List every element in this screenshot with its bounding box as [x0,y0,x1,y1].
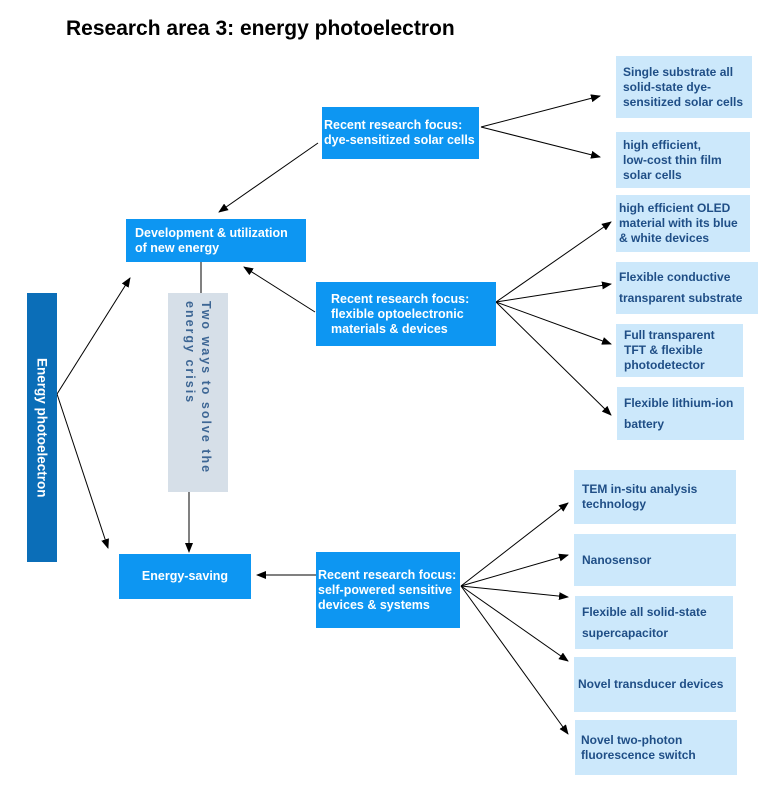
arrow-flex-to-leaf-2 [495,281,612,303]
node-development-new-energy: Development & utilization of new energy [126,219,306,262]
focus-dye-sensitized: Recent research focus: dye-sensitized so… [322,107,479,159]
arrow-self-to-leaf-5 [460,585,569,735]
arrow-flex-to-leaf-1 [495,221,612,303]
leaf-lithium-ion-battery: Flexible lithium-ion battery [617,387,744,440]
development-line-2: of new energy [135,240,220,255]
leaf-tem-in-situ: TEM in-situ analysis technology [574,470,736,524]
leaf-two-photon-switch: Novel two-photon fluorescence switch [575,720,737,775]
focus-flex-line-1: Recent research focus: [331,291,470,306]
diagram-title: Research area 3: energy photoelectron [66,17,455,40]
arrow-self-to-leaf-4 [460,585,569,662]
note-two-ways: Two ways to solve the energy crisis [168,293,228,492]
leaf-transparent-tft: Full transparent TFT & flexible photodet… [616,324,743,377]
root-label: Energy photoelectron [34,357,50,498]
leaf-thin-film-solar: high efficient, low-cost thin film solar… [616,132,750,188]
arrow-dye-to-leaf-1 [480,94,601,128]
focus-self-line-3: devices & systems [318,597,430,612]
leaf-oled-material: high efficient OLED material with its bl… [616,195,750,252]
focus-self-line-2: self-powered sensitive [318,582,453,597]
arrow-root-to-saving [56,393,109,549]
focus-self-powered: Recent research focus: self-powered sens… [316,552,460,628]
arrow-flex-to-leaf-4 [495,301,612,416]
node-energy-saving: Energy-saving [119,554,251,599]
arrow-self-to-leaf-1 [460,502,569,587]
focus-dye-line-1: Recent research focus: [324,118,463,132]
arrow-dye-to-leaf-2 [480,126,601,159]
arrow-self-to-leaf-2 [460,553,569,587]
arrow-flex-focus-to-development [243,266,316,313]
arrow-dye-focus-to-development [218,142,319,213]
energy-saving-label: Energy-saving [141,569,229,583]
leaf-nanosensor: Nanosensor [574,534,736,586]
focus-dye-line-2: dye-sensitized solar cells [324,133,475,147]
development-line-1: Development & utilization [135,225,288,240]
leaf-single-substrate-dssc: Single substrate all solid-state dye- se… [616,56,752,118]
leaf-transducer-devices: Novel transducer devices [574,657,736,712]
focus-flex-line-2: flexible optoelectronic [331,306,464,321]
arrow-self-to-leaf-3 [460,585,569,601]
focus-flexible-optoelectronic: Recent research focus: flexible optoelec… [316,282,496,346]
leaf-conductive-substrate: Flexible conductive transparent substrat… [616,262,758,314]
arrow-flex-to-leaf-3 [495,301,612,345]
arrow-root-to-development [56,277,131,395]
root-node-energy-photoelectron: Energy photoelectron [27,293,57,562]
focus-self-line-1: Recent research focus: [318,567,457,582]
note-text: Two ways to solve the energy crisis [183,301,213,475]
focus-flex-line-3: materials & devices [331,321,448,336]
leaf-supercapacitor: Flexible all solid-state supercapacitor [575,596,733,649]
